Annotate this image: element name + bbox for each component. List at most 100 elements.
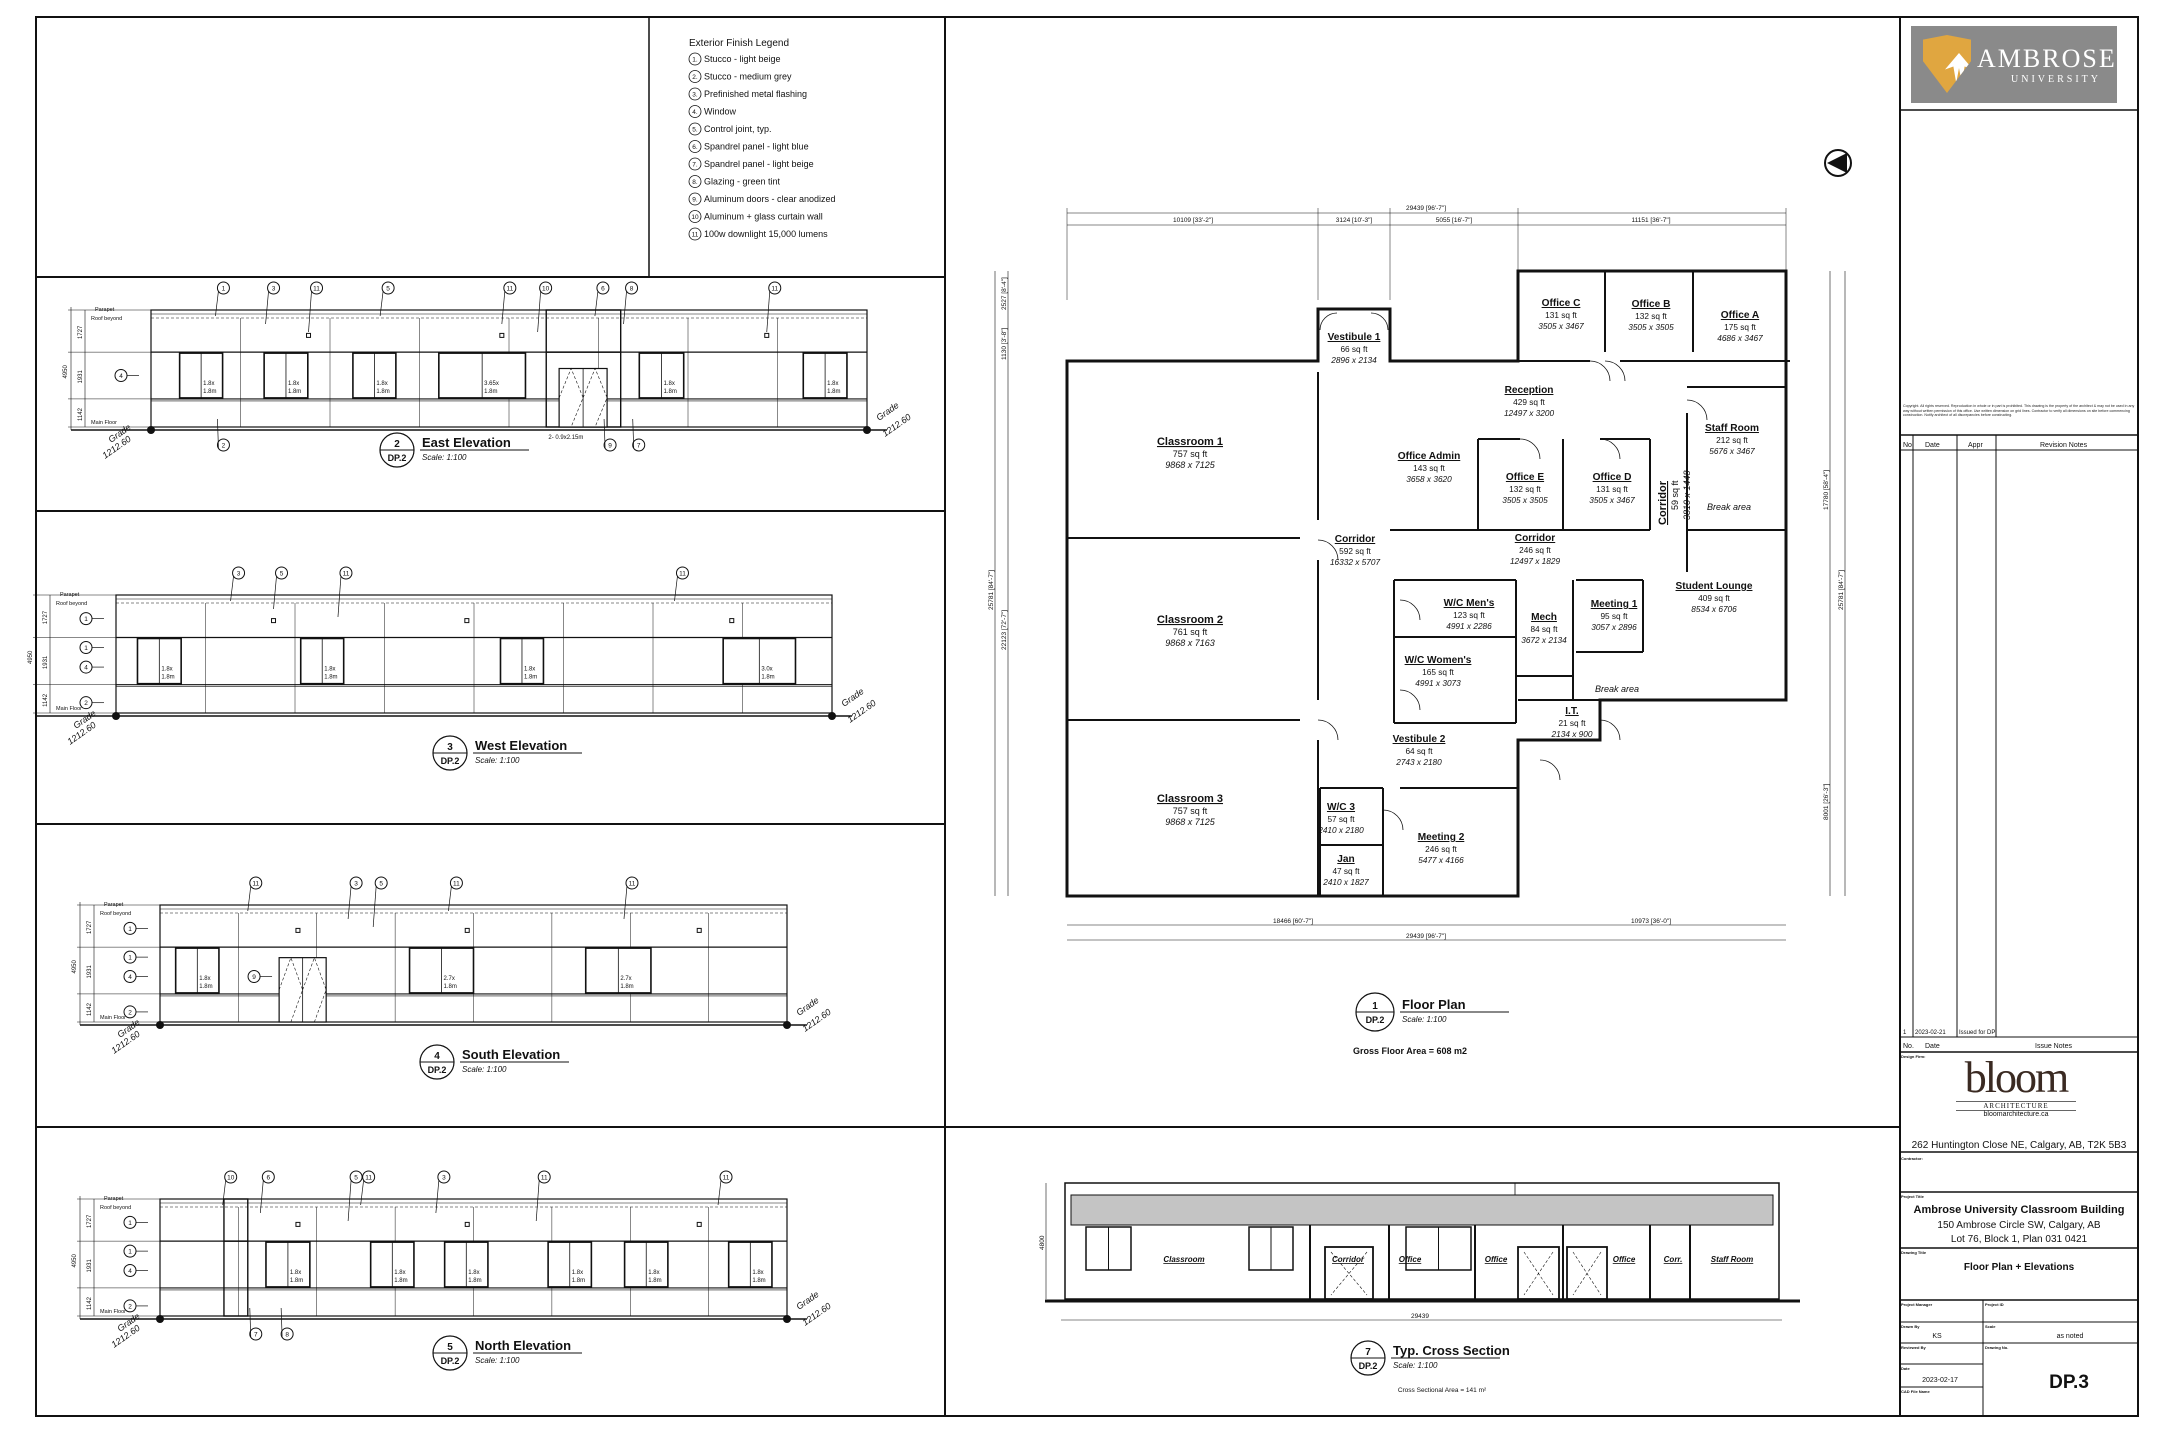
dimension-text: 25781 [84'-7"] [1838, 570, 1845, 610]
window-size-height: 1.8m [468, 1278, 481, 1284]
grade-marker-icon [863, 426, 871, 434]
legend-number-circle [688, 227, 702, 241]
curtain-wall [223, 1198, 249, 1317]
dimension-text: 1130 [3'-8"] [1001, 327, 1008, 360]
callout-number: 8 [285, 1332, 289, 1339]
callout-number: 6 [601, 286, 605, 293]
downlight-icon [306, 332, 312, 338]
dimension-text: 17780 [58'-4"] [1823, 470, 1830, 510]
window-size-height: 1.8m [199, 984, 212, 990]
door-swing [1604, 360, 1626, 382]
room-area: 21 sq ft [1558, 719, 1586, 728]
callout-marker: 11 [717, 1170, 733, 1206]
downlight-icon [696, 927, 702, 933]
door-swing [1686, 399, 1708, 421]
window: 1.8x1.8m [547, 1241, 593, 1288]
callout-number: 2 [128, 1009, 132, 1016]
leader-line [347, 1179, 352, 1222]
window: 1.8x1.8m [369, 1241, 415, 1288]
legend-text: 100w downlight 15,000 lumens [704, 229, 828, 239]
window-size-width: 1.8x [752, 1270, 763, 1276]
issue-header-notes: Issue Notes [2035, 1043, 2072, 1050]
room-name: Mech [1531, 612, 1557, 623]
parapet-label: Parapet [60, 592, 80, 598]
callout-number: 4 [84, 665, 88, 672]
project-id-label: Project ID [1985, 1302, 2004, 1307]
callout-marker: 5 [379, 281, 395, 317]
section-room-label: Office [1613, 1255, 1636, 1264]
window: 1.8x1.8m [136, 637, 182, 685]
window: 1.8x1.8m [265, 1241, 311, 1288]
callout-marker: 3 [230, 566, 246, 602]
legend-number: 6. [692, 144, 698, 151]
door-swing [278, 956, 303, 1023]
callout-marker: 5 [372, 876, 388, 928]
dimension-text: 3124 [10'-3"] [1336, 217, 1373, 224]
callout-circle [719, 1170, 733, 1184]
downlight-icon [464, 927, 470, 933]
callout-marker: 2 [123, 1299, 137, 1313]
section-width-dimension: 29439 [1411, 1313, 1429, 1320]
door-swing [1317, 539, 1339, 561]
callout-marker: 1 [123, 1244, 137, 1258]
window-size-width: 1.8x [199, 976, 210, 982]
legend-text: Spandrel panel - light blue [704, 142, 809, 152]
elevations: 1.8x1.8m1.8x1.8m1.8x1.8m3.65x1.8m1.8x1.8… [28, 281, 913, 1371]
legend-item: 3.Prefinished metal flashing [688, 87, 807, 101]
room-name: Office C [1542, 298, 1581, 309]
room-area: 143 sq ft [1413, 464, 1445, 473]
window-size-width: 2.7x [444, 976, 455, 982]
callout-number: 11 [365, 1175, 372, 1182]
legend-item: 6. Spandrel panel - light blue [688, 140, 809, 153]
callout-number: 5 [379, 881, 383, 888]
legend-text: Glazing - green tint [704, 177, 781, 187]
door-swing [1599, 719, 1621, 741]
title-number: 5 [447, 1342, 453, 1353]
title-number: 7 [1365, 1347, 1371, 1358]
room-dimensions: 5676 x 3467 [1709, 447, 1755, 456]
legend-item: 2.Stucco - medium grey [688, 70, 792, 83]
legend-text: Spandrel panel - light beige [704, 159, 814, 169]
window: 1.8x1.8m [623, 1241, 669, 1288]
room-name: Student Lounge [1676, 581, 1753, 592]
north-arrow-icon [1824, 149, 1852, 177]
callout-number: 1 [128, 926, 132, 933]
legend-number: 8. [692, 179, 698, 186]
room-dimensions: 4686 x 3467 [1717, 334, 1763, 343]
room-dimensions: 3057 x 2896 [1591, 623, 1637, 632]
elevation-south-elevation: 1.8x1.8m2.7x1.8m2.7x1.8m4950172719311142… [72, 876, 833, 1080]
legend-number: 11 [692, 232, 699, 239]
leader-line [448, 885, 452, 912]
room-name: Reception [1505, 385, 1554, 396]
room-area: 409 sq ft [1698, 594, 1730, 603]
title-text: East Elevation [422, 435, 511, 450]
title-number: 1 [1372, 1001, 1378, 1012]
room-area: 246 sq ft [1425, 845, 1457, 854]
callout-circle [503, 281, 517, 295]
title-sheet: DP.2 [1366, 1015, 1385, 1025]
callout-marker: 3 [347, 876, 363, 920]
main-floor-label: Main Floor [100, 1015, 126, 1021]
door-swing [1330, 1251, 1368, 1296]
leader-line [347, 885, 352, 920]
logo-name: AMBROSE [1977, 44, 2117, 73]
callout-circle [537, 1170, 551, 1184]
window-size-width: 2.7x [620, 976, 631, 982]
leader-line [501, 290, 506, 325]
callout-number: 11 [252, 881, 259, 888]
leader-line [603, 418, 606, 449]
callout-marker: 5 [273, 566, 289, 610]
callout-marker: 1 [79, 612, 93, 626]
callout-number: 8 [630, 286, 634, 293]
